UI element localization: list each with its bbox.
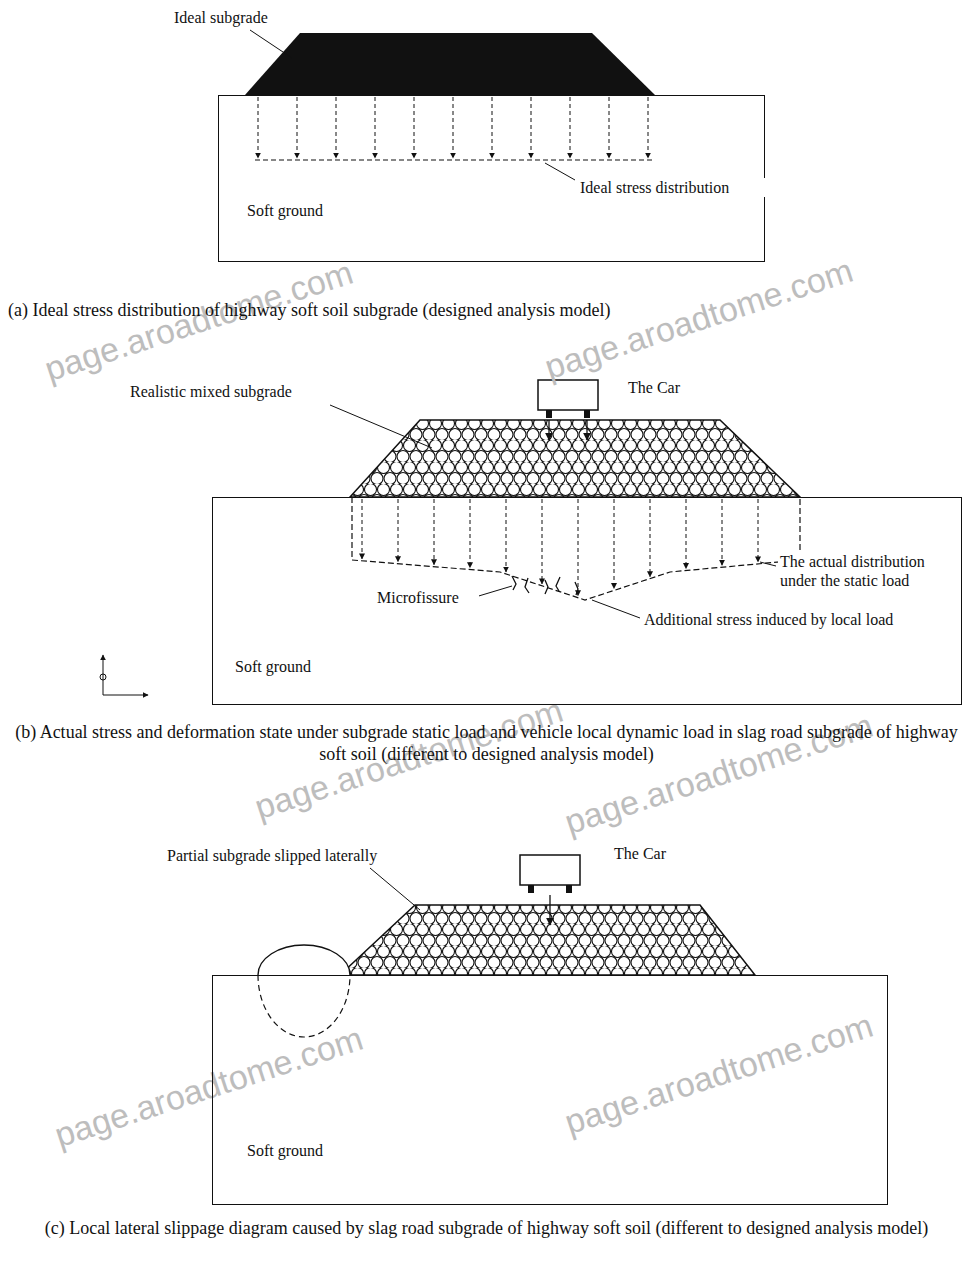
stroke [470,499,471,568]
region-label: Soft ground [245,1142,325,1160]
stroke [103,655,104,695]
car-wheel [528,885,534,893]
stress-arrows [362,499,758,596]
part-label: The Car [612,844,696,863]
watermark: page.aroadtome.com [560,1006,878,1142]
mixed-subgrade [340,905,755,975]
leader-line [760,562,776,566]
part-label: The Car [626,378,710,397]
stroke [100,674,106,680]
stress-envelope [352,497,800,600]
stroke [614,499,615,588]
axis-symbol [100,655,148,695]
part-label: Partial subgrade slipped laterally [165,846,419,865]
stroke [542,499,543,584]
stroke [258,97,259,158]
part-label: The actual distribution under the static… [778,552,960,590]
stroke [297,97,298,158]
car-wheel [584,410,590,418]
slip-bulge [258,945,350,975]
car-wheel [566,885,572,893]
stroke [492,97,493,158]
figure-caption: (a) Ideal stress distribution of highway… [6,300,965,322]
part-label: Ideal subgrade [172,8,316,27]
leader-line [592,600,640,618]
car-body [538,380,598,410]
stroke [414,97,415,158]
load-arrow [548,420,549,440]
leader-line [545,163,575,180]
stroke [434,499,435,565]
load-arrow [586,420,587,440]
stress-arrows [258,97,648,158]
stroke [758,499,759,562]
microfissure-cracks [512,576,578,595]
mixed-subgrade [350,420,800,497]
stroke [453,97,454,158]
region-label: Soft ground [233,658,313,676]
stroke [722,499,723,565]
soft-ground-region: Soft ground [212,497,962,705]
ideal-subgrade [245,33,655,95]
figure-caption: (b) Actual stress and deformation state … [8,722,965,765]
watermark: page.aroadtome.com [50,1019,368,1155]
soft-ground-region: Soft ground [212,975,888,1205]
stroke [336,97,337,158]
leader-line [250,30,292,58]
figure-caption: (c) Local lateral slippage diagram cause… [8,1218,965,1240]
stress-envelope [255,159,652,160]
part-label: Microfissure [375,588,479,607]
leader-line [370,868,420,910]
stroke [609,97,610,158]
part-label: Ideal stress distribution [578,178,782,197]
part-label: Realistic mixed subgrade [128,382,342,401]
stroke [398,499,399,562]
stroke [648,97,649,158]
leader-line [330,405,432,448]
stroke [650,499,651,577]
stroke [375,97,376,158]
watermark: page.aroadtome.com [40,253,358,389]
stroke [686,499,687,569]
part-label: Additional stress induced by local load [642,610,946,629]
region-label: Soft ground [245,202,325,220]
load-arrow [549,895,550,925]
stroke [103,695,148,696]
car-wheel [546,410,552,418]
stroke [362,499,363,559]
car-body [520,855,580,885]
stroke [570,97,571,158]
stroke [578,499,579,596]
stroke [506,499,507,572]
stroke [531,97,532,158]
